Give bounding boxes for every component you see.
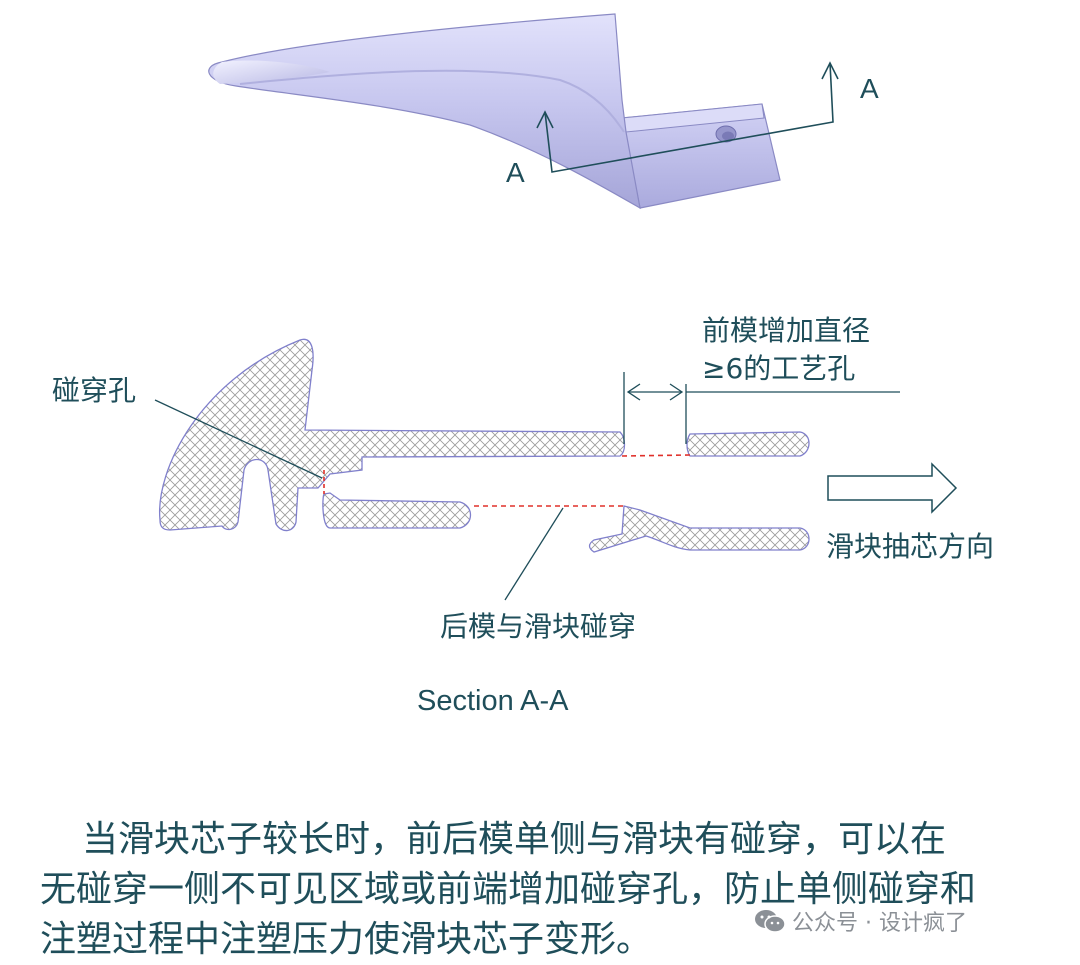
section-arrow-left: [536, 110, 554, 129]
part-ridge: [239, 69, 625, 133]
label-hole: 碰穿孔: [52, 374, 136, 407]
section-upper-profile: [158, 338, 626, 532]
section-view: 碰穿孔 前模增加直径 ≥6的工艺孔 滑块抽芯方向 后模与滑块碰穿 Section…: [52, 314, 994, 717]
part-tip: [213, 60, 330, 84]
section-arrow-right: [821, 61, 839, 80]
part-3d-view: A A: [208, 13, 879, 210]
watermark: 公众号 · 设计疯了: [754, 906, 967, 936]
section-marker-right: A: [860, 73, 879, 104]
dashed-contact-upper: [621, 454, 691, 457]
dim-arrow-left: [626, 383, 641, 401]
leader-hole: [154, 399, 323, 479]
wechat-icon: [755, 910, 786, 933]
description-line-1: 当滑块芯子较长时，前后模单侧与滑块有碰穿，可以在: [82, 819, 947, 860]
section-lower-right: [588, 505, 810, 553]
watermark-text: 公众号 · 设计疯了: [792, 911, 967, 936]
section-upper-right: [686, 431, 810, 457]
label-direction: 滑块抽芯方向: [826, 530, 994, 563]
direction-arrow-icon: [827, 462, 958, 514]
label-process-hole-line1: 前模增加直径: [702, 314, 870, 347]
section-title: Section A-A: [417, 685, 569, 717]
section-marker-left: A: [506, 157, 525, 188]
leader-rear-mold: [504, 507, 564, 601]
section-lower-left: [322, 492, 472, 529]
description-line-2: 无碰穿一侧不可见区域或前端增加碰穿孔，防止单侧碰穿和: [40, 869, 977, 910]
description-line-3: 注塑过程中注塑压力使滑块芯子变形。: [40, 919, 653, 960]
dim-arrow-right: [669, 383, 684, 401]
part-hole-inner: [722, 131, 734, 141]
label-rear-mold: 后模与滑块碰穿: [440, 610, 636, 643]
part-main-body: [208, 13, 641, 210]
description-text: 当滑块芯子较长时，前后模单侧与滑块有碰穿，可以在 无碰穿一侧不可见区域或前端增加…: [40, 815, 1050, 965]
section-line-a-a: [544, 62, 834, 173]
label-process-hole-line2: ≥6的工艺孔: [702, 352, 855, 385]
